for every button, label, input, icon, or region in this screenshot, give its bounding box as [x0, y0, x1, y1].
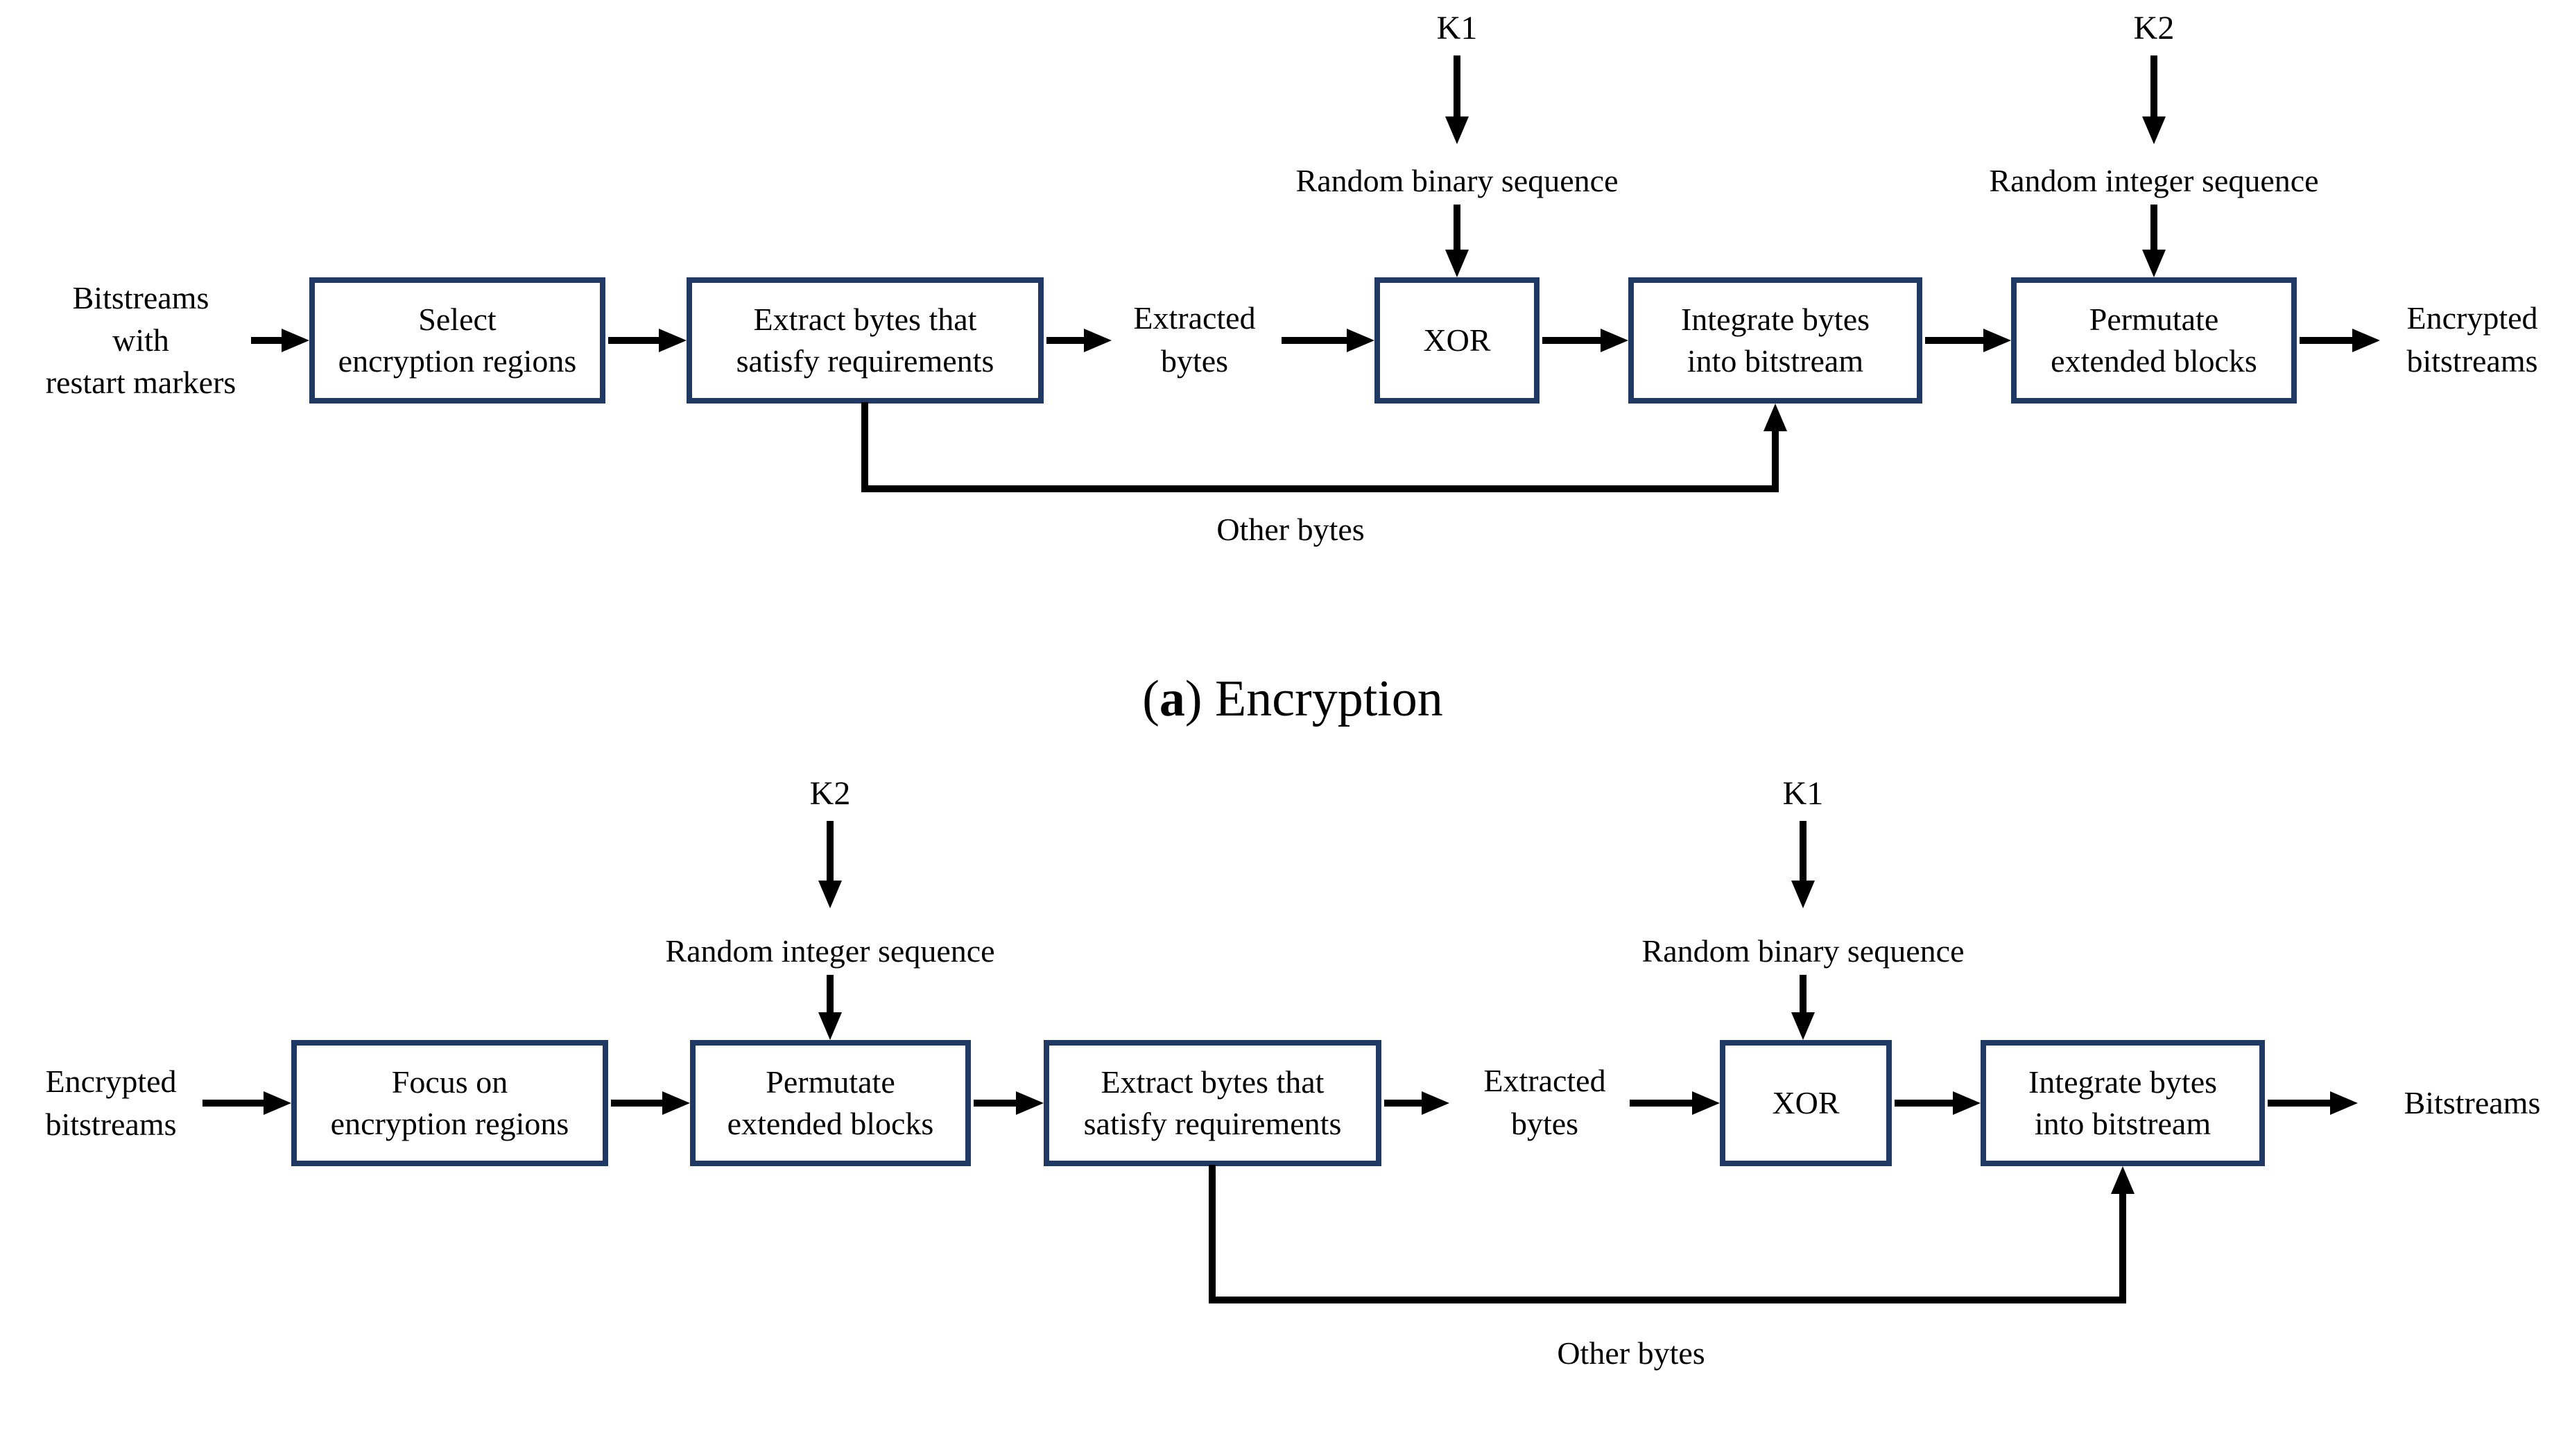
arrow-permutate-to-extract [974, 1100, 1016, 1107]
bitstreams-output-label: Bitstreams [2404, 1085, 2541, 1120]
random-binary-sequence-label-decryption: Random binary sequence [1641, 933, 1965, 969]
integrate-bytes-box-decryption: Integrate bytes into bitstream [1981, 1040, 2265, 1166]
other-bytes-arrow-up-encryption [1772, 431, 1779, 492]
arrow-extracted-to-xor [1282, 337, 1347, 344]
arrow-focus-to-permutate [611, 1100, 662, 1107]
arrow-k2-to-integer-sequence [2150, 55, 2157, 116]
caption-encryption: (a) Encryption [1142, 670, 1443, 727]
extract-bytes-box-encryption: Extract bytes that satisfy requirements [687, 277, 1044, 404]
arrow-k1-to-binary-sequence-decryption [1800, 821, 1807, 881]
key-k1-label-encryption: K1 [1436, 10, 1478, 46]
arrow-binary-sequence-to-xor-decryption [1800, 975, 1807, 1012]
caption-decryption: (b) Decryption [1073, 1396, 1490, 1456]
permutate-blocks-box-decryption: Permutate extended blocks [690, 1040, 971, 1166]
encryption-input-label: Bitstreams with restart markers [45, 280, 236, 400]
decryption-input-label: Encrypted bitstreams [45, 1064, 177, 1142]
arrow-select-to-extract [608, 337, 659, 344]
key-k2-label-encryption: K2 [2133, 10, 2175, 46]
arrow-k1-to-binary-sequence [1454, 55, 1460, 116]
arrow-extract-to-extracted-label-decryption [1384, 1100, 1422, 1107]
arrow-integer-sequence-to-permutate [2150, 205, 2157, 250]
arrow-integer-sequence-to-permutate-decryption [827, 975, 834, 1012]
random-integer-sequence-label-decryption: Random integer sequence [665, 933, 995, 969]
other-bytes-label-decryption: Other bytes [1557, 1335, 1705, 1371]
other-bytes-arrow-up-decryption [2119, 1194, 2126, 1297]
permutate-blocks-box-encryption: Permutate extended blocks [2011, 277, 2297, 404]
other-bytes-label-encryption: Other bytes [1216, 512, 1365, 547]
arrow-input-to-select [251, 337, 282, 344]
arrow-integrate-to-output-decryption [2268, 1100, 2330, 1107]
arrow-binary-sequence-to-xor [1454, 205, 1460, 250]
key-k1-label-decryption: K1 [1782, 775, 1824, 812]
other-bytes-line-down-decryption [1209, 1165, 1216, 1303]
focus-encryption-regions-box: Focus on encryption regions [291, 1040, 608, 1166]
extracted-bytes-label-decryption: Extracted bytes [1483, 1063, 1606, 1141]
key-k2-label-decryption: K2 [809, 775, 851, 812]
arrow-extract-to-extracted-label [1046, 337, 1084, 344]
arrow-xor-to-integrate-decryption [1895, 1100, 1953, 1107]
random-integer-sequence-label-encryption: Random integer sequence [1989, 163, 2319, 198]
extract-bytes-box-decryption: Extract bytes that satisfy requirements [1044, 1040, 1381, 1166]
arrow-permutate-to-output [2300, 337, 2352, 344]
xor-box-decryption: XOR [1720, 1040, 1892, 1166]
select-encryption-regions-box: Select encryption regions [309, 277, 605, 404]
other-bytes-line-across-decryption [1209, 1297, 2126, 1303]
other-bytes-line-across-encryption [861, 485, 1779, 492]
other-bytes-line-down-encryption [861, 402, 868, 492]
arrow-integrate-to-permutate [1925, 337, 1983, 344]
arrow-xor-to-integrate [1542, 337, 1601, 344]
arrow-k2-to-integer-sequence-decryption [827, 821, 834, 881]
arrow-input-to-focus [202, 1100, 264, 1107]
xor-box-encryption: XOR [1374, 277, 1540, 404]
extracted-bytes-label-encryption: Extracted bytes [1133, 300, 1256, 379]
integrate-bytes-box-encryption: Integrate bytes into bitstream [1628, 277, 1922, 404]
random-binary-sequence-label-encryption: Random binary sequence [1295, 163, 1619, 198]
encrypted-bitstreams-output-label: Encrypted bitstreams [2406, 300, 2538, 379]
arrow-extracted-to-xor-decryption [1630, 1100, 1692, 1107]
